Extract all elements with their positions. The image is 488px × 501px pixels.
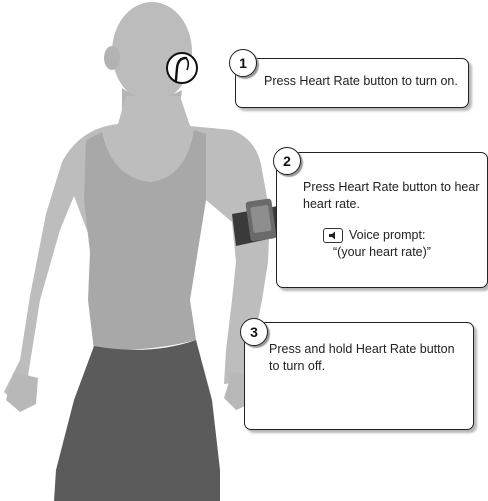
runner-shorts <box>54 340 220 501</box>
step-number-badge: 3 <box>240 318 268 346</box>
step-1-text: Press Heart Rate button to turn on. <box>264 73 458 90</box>
step-2-text: Press Heart Rate button to hear heart ra… <box>303 179 483 213</box>
step-number-badge: 1 <box>229 49 257 77</box>
callout-step-1: 1 Press Heart Rate button to turn on. <box>235 58 469 108</box>
voice-prompt-value: “(your heart rate)” <box>333 244 431 261</box>
speaker-icon <box>323 228 343 243</box>
step-3-text: Press and hold Heart Rate button to turn… <box>269 341 459 375</box>
earpiece-headset-icon <box>167 53 197 83</box>
callout-step-3: 3 Press and hold Heart Rate button to tu… <box>244 322 474 430</box>
voice-prompt-label: Voice prompt: <box>349 227 425 244</box>
callout-step-2: 2 Press Heart Rate button to hear heart … <box>276 152 488 288</box>
step-number-badge: 2 <box>273 147 301 175</box>
